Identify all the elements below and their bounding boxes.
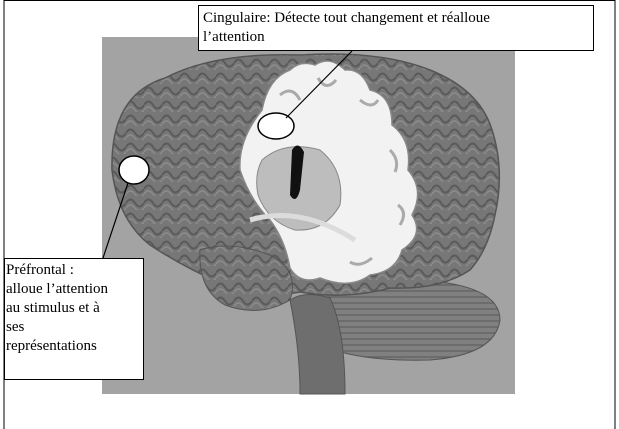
prefrontal-callout: Préfrontal : alloue l’attention au stimu… [4,258,144,380]
prefrontal-callout-line-5: représentations [6,337,143,356]
prefrontal-callout-line-4: ses [6,318,143,337]
prefrontal-callout-line-2: alloue l’attention [6,280,143,299]
cingulate-callout: Cingulaire: Détecte tout changement et r… [198,5,594,51]
cingulate-callout-line-2: l’attention [203,28,589,47]
cingulate-callout-line-1: Cingulaire: Détecte tout changement et r… [203,9,589,28]
prefrontal-callout-line-3: au stimulus et à [6,299,143,318]
prefrontal-marker-circle [119,156,149,184]
prefrontal-callout-line-1: Préfrontal : [6,261,143,280]
cingulate-marker-circle [258,113,294,139]
